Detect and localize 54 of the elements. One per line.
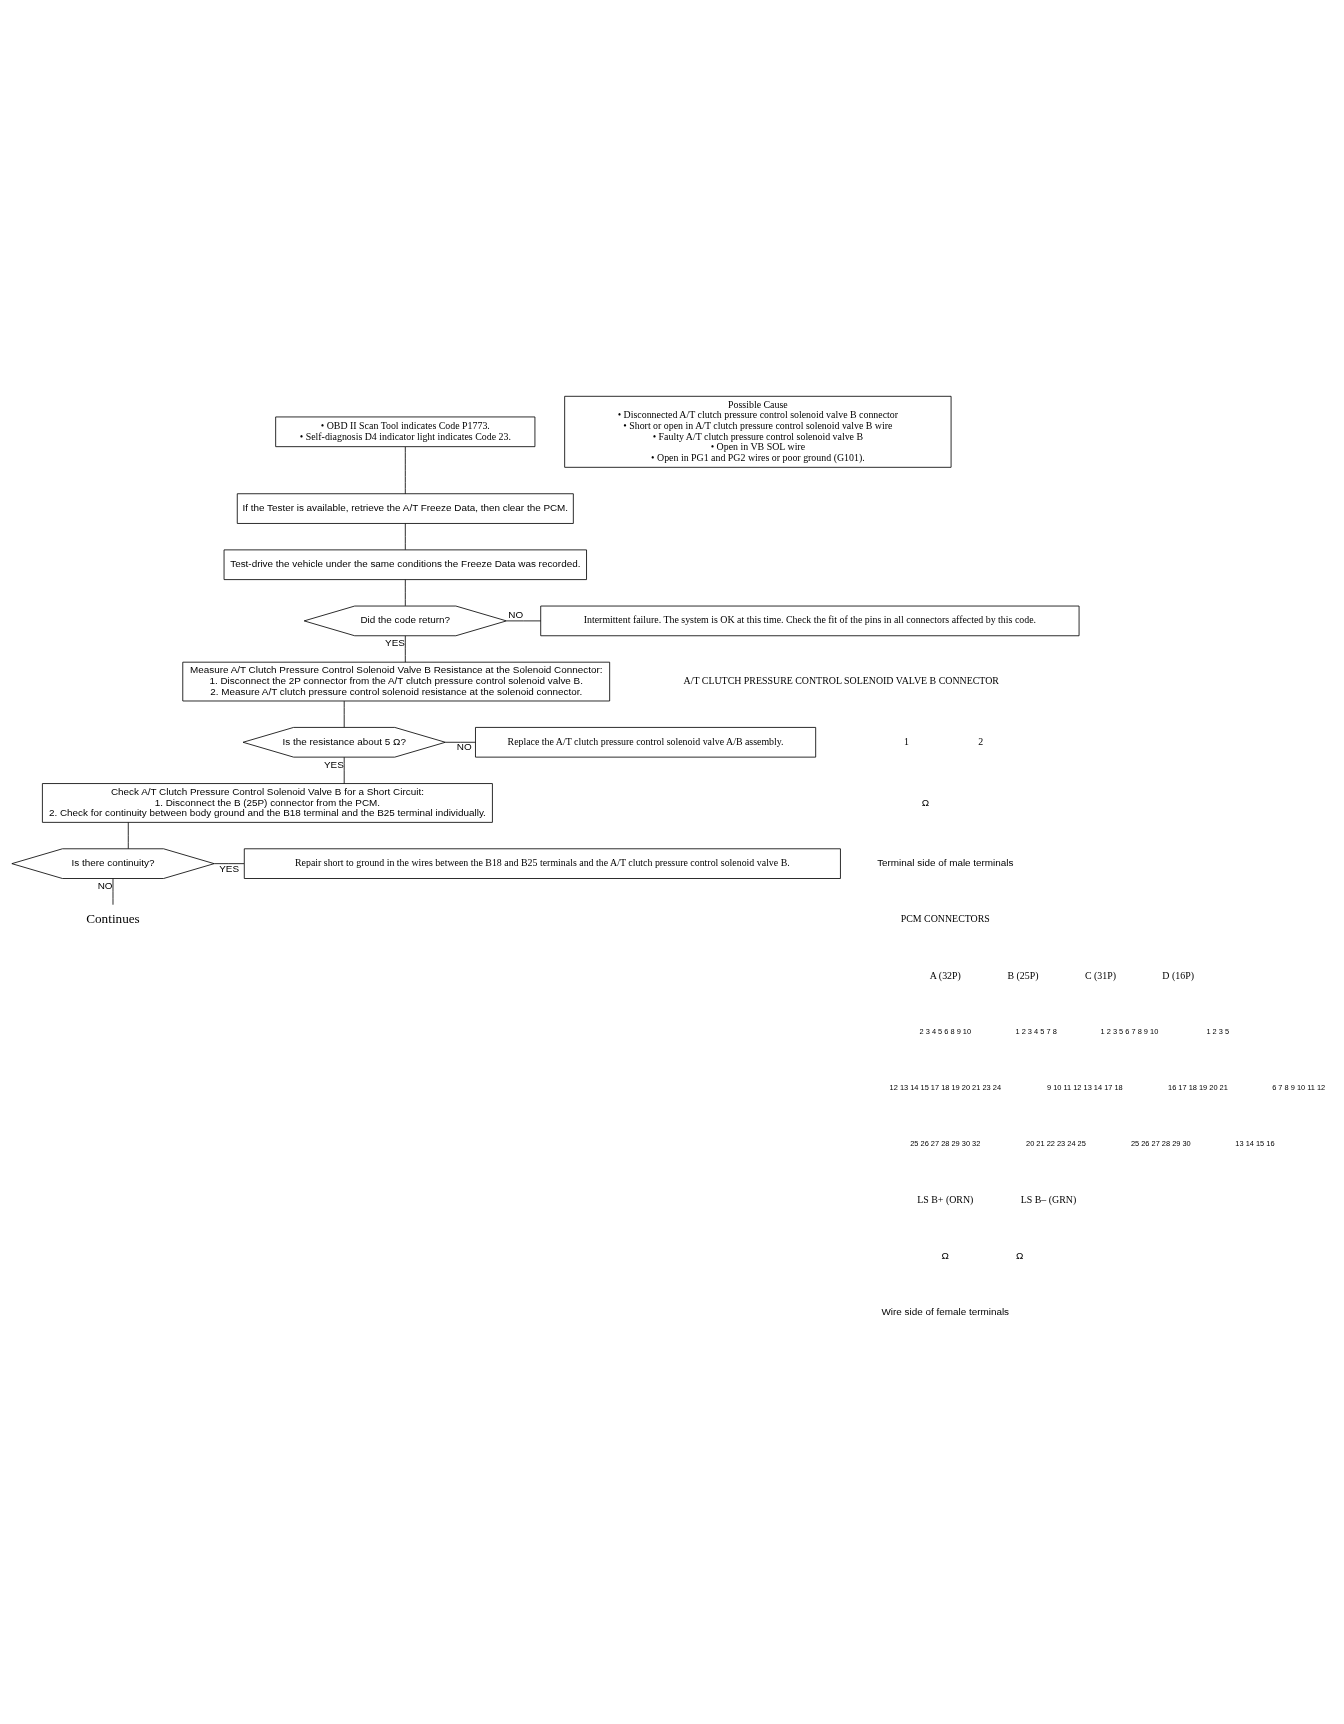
node-box: Test-drive the vehicle under the same conditions the Freeze Data was recorded. xyxy=(223,549,587,581)
edge-label: NO xyxy=(508,609,524,621)
node-box: • OBD II Scan Tool indicates Code P1773. • Self-diagnosis D4 indicator light indicates Code 23. xyxy=(275,416,536,448)
label: A (32P) xyxy=(929,969,961,981)
label: 20 21 22 23 24 25 xyxy=(1026,1139,1086,1149)
label: Wire side of female terminals xyxy=(881,1306,1010,1318)
node-box: Measure A/T Clutch Pressure Control Solenoid Valve B Resistance at the Solenoid Connector: 1. Disconnect the 2P connector from the A/T clutch pressure control solenoid valve B. 2. Measure A/T clutch pressure control solenoid resistance at the solenoid connector. xyxy=(182,661,611,702)
label: 6 7 8 9 10 11 12 xyxy=(1272,1083,1326,1093)
label: 25 26 27 28 29 30 32 xyxy=(910,1139,981,1149)
label: LS B+ (ORN) xyxy=(917,1194,974,1206)
label: 25 26 27 28 29 30 xyxy=(1130,1139,1191,1149)
edge-label: YES xyxy=(385,637,405,649)
label: 13 14 15 16 xyxy=(1235,1139,1275,1149)
label: B (25P) xyxy=(1007,969,1039,981)
connector xyxy=(404,635,406,663)
connector xyxy=(404,523,406,551)
label: PCM CONNECTORS xyxy=(900,913,990,925)
connector xyxy=(404,579,406,607)
label: 2 xyxy=(978,735,984,747)
node-box: If the Tester is available, retrieve the A/T Freeze Data, then clear the PCM. xyxy=(236,493,574,524)
edge-label: YES xyxy=(323,758,344,770)
connector xyxy=(127,822,129,849)
edge-label: NO xyxy=(456,741,472,753)
label: Ω xyxy=(1015,1250,1024,1262)
edge-label: YES xyxy=(219,862,239,874)
label: A/T CLUTCH PRESSURE CONTROL SOLENOID VALVE B CONNECTOR xyxy=(683,675,999,687)
connector xyxy=(213,863,245,865)
connector xyxy=(343,700,345,728)
label: D (16P) xyxy=(1162,969,1194,981)
label: 12 13 14 15 17 18 19 20 21 23 24 xyxy=(889,1083,1002,1093)
label: 1 2 3 4 5 7 8 xyxy=(1015,1026,1057,1036)
node-text: Continues xyxy=(86,910,140,926)
label: 1 xyxy=(904,735,909,747)
node-box: Possible Cause • Disconnected A/T clutch pressure control solenoid valve B connector • Short or open in A/T clutch pressure control solenoid valve B wire • Faulty A/T clutch pressure control solenoid valve B • Open in VB SOL wire • Open in PG1 and PG2 wires or poor ground (G101). xyxy=(564,395,952,468)
label: Terminal side of male terminals xyxy=(877,857,1014,869)
node-box: Intermittent failure. The system is OK at this time. Check the fit of the pins in all connectors affected by this code. xyxy=(540,605,1080,637)
label: LS B– (GRN) xyxy=(1020,1194,1077,1206)
node-box: Repair short to ground in the wires between the B18 and B25 terminals and the A/T clutch pressure control solenoid valve B. xyxy=(243,848,841,879)
connector xyxy=(444,741,476,743)
connector xyxy=(506,620,542,622)
connector xyxy=(112,878,114,906)
label: Ω xyxy=(941,1250,950,1262)
label: 16 17 18 19 20 21 xyxy=(1168,1083,1228,1093)
connector xyxy=(343,756,345,784)
edge-label: NO xyxy=(97,879,113,891)
label: C (31P) xyxy=(1085,969,1117,981)
label: 2 3 4 5 6 8 9 10 xyxy=(919,1026,972,1036)
label: 9 10 11 12 13 14 17 18 xyxy=(1046,1083,1123,1093)
label: 1 2 3 5 xyxy=(1206,1026,1230,1036)
label: 1 2 3 5 6 7 8 9 10 xyxy=(1100,1026,1159,1036)
label: Ω xyxy=(921,796,930,808)
node-box: Check A/T Clutch Pressure Control Solenoid Valve B for a Short Circuit: 1. Disconnect the B (25P) connector from the PCM. 2. Check for continuity between body ground and the B18 terminal and the B25 terminal individually. xyxy=(42,783,493,823)
node-box: Replace the A/T clutch pressure control solenoid valve A/B assembly. xyxy=(475,727,817,758)
connector xyxy=(404,446,406,495)
